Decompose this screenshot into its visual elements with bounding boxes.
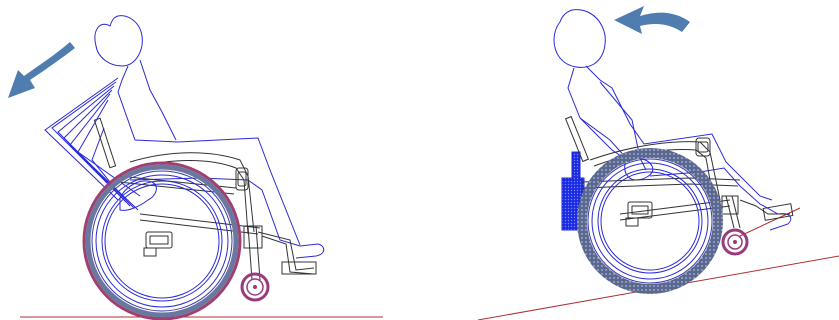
arm-outline [579, 81, 647, 171]
caster-wheel [240, 272, 270, 302]
leg-outline [129, 177, 325, 259]
head-outline [94, 15, 143, 67]
panel-incline [477, 6, 839, 320]
backrest [564, 115, 590, 163]
rear-wheel [577, 148, 723, 294]
motion-arrow-icon [8, 42, 75, 98]
head-outline [553, 9, 606, 68]
torso-outline [117, 65, 301, 246]
motion-arrow-icon [614, 6, 690, 34]
panel-level-ground [8, 15, 383, 320]
footrest-slope-line [739, 207, 801, 237]
backrest [93, 117, 117, 169]
caster-wheel [721, 228, 749, 256]
rear-wheel [82, 161, 242, 320]
torso-outline [585, 65, 773, 201]
arms-motion [44, 77, 141, 211]
